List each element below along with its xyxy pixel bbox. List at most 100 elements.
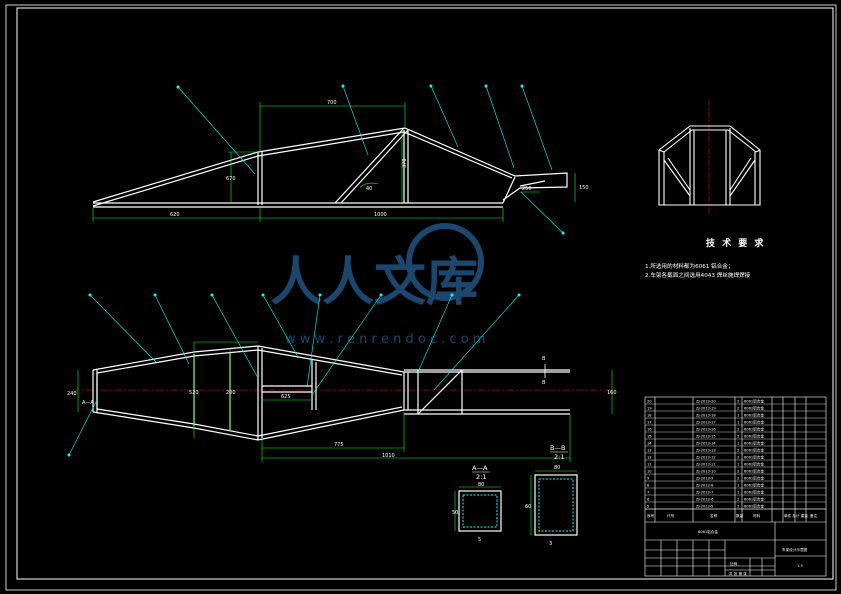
bom-cell-no: 16 [647, 427, 652, 431]
bom-cell-material: 6061铝合金 [744, 468, 764, 473]
dim-620: 620 [170, 212, 180, 218]
bom-cell-code: ZJ-2013-20 [696, 399, 716, 403]
bom-cell-material: 6061铝合金 [744, 398, 764, 403]
bom-cell-material: 6061铝合金 [744, 426, 764, 431]
bom-header-name: 名称 [710, 513, 718, 518]
title-sheet: 共 张 第 张 [729, 571, 747, 576]
title-drawing-name: 车架设计示意图 [782, 547, 808, 552]
bom-header-weight: 单件 总计 重量 [784, 513, 808, 518]
bom-cell-code: ZJ-2013-13 [696, 448, 716, 452]
bom-header-code: 代号 [667, 513, 675, 518]
side-view [92, 127, 568, 208]
bom-cell-material: 6061铝合金 [744, 405, 764, 410]
bom-cell-qty: 2 [737, 497, 739, 501]
bom-cell-no: 13 [647, 448, 652, 452]
bom-cell-code: ZJ-2013-12 [696, 455, 716, 459]
bom-cell-no: 18 [647, 413, 652, 417]
side-frame-top-inner [92, 131, 513, 207]
bom-cell-code: ZJ-2013-7 [696, 490, 713, 494]
bom-cell-qty: 2 [737, 469, 739, 473]
bom-cell-no: 5 [647, 504, 649, 508]
bom-cell-code: ZJ-2013-15 [696, 434, 716, 438]
title-scale-value: 1:5 [797, 564, 803, 568]
bom-cell-material: 6061铝合金 [744, 454, 764, 459]
requirement-1: 1.所选用的材料都为6061 铝合金； [645, 262, 733, 270]
end-view [658, 100, 761, 215]
bom-cell-qty: 2 [737, 455, 739, 459]
bom-cell-code: ZJ-2013-19 [696, 406, 716, 410]
bom-cell-material: 6061铝合金 [744, 475, 764, 480]
bom-cell-material: 6061铝合金 [744, 412, 764, 417]
bom-cell-code: ZJ-2013-6 [696, 497, 714, 501]
bom-cell-qty: 1 [737, 490, 739, 494]
dim-1000: 1000 [374, 212, 387, 218]
section-mark-b: B [542, 356, 546, 362]
dim-80a: 80 [478, 482, 484, 488]
dim-60: 60 [525, 504, 531, 510]
bom-cell-code: ZJ-2013-9 [696, 476, 714, 480]
section-bb-scale: 2:1 [554, 453, 564, 461]
bom-cell-qty: 2 [737, 504, 739, 508]
bom-cell-qty: 2 [737, 427, 739, 431]
bom-header-no: 序号 [647, 513, 655, 518]
dim-150: 150 [579, 185, 589, 191]
bom-cell-no: 8 [647, 483, 650, 487]
bom-cell-code: ZJ-2013-10 [696, 469, 716, 473]
bom-cell-no: 9 [647, 476, 650, 480]
bom-cell-qty: 2 [737, 406, 739, 410]
bom-cell-material: 6061铝合金 [744, 496, 764, 501]
bom-cell-qty: 2 [737, 476, 739, 480]
bom-cell-qty: 1 [737, 483, 739, 487]
bom-cell-no: 19 [647, 406, 652, 410]
bom-cell-material: 6061铝合金 [744, 440, 764, 445]
dim-700: 700 [327, 100, 337, 106]
tech-requirements-title: 技 术 要 求 [706, 237, 765, 249]
inner-border [16, 7, 834, 580]
section-aa-scale: 2:1 [476, 473, 486, 481]
watermark-logo-icon [406, 223, 484, 301]
section-mark-aa: A—A [82, 400, 94, 406]
dim-625: 625 [281, 394, 291, 400]
bom-cell-no: 17 [647, 420, 652, 424]
dim-80b: 80 [554, 465, 560, 471]
bom-cell-code: ZJ-2013-18 [696, 413, 716, 417]
bom-cell-material: 6061铝合金 [744, 461, 764, 466]
bom-cell-qty: 1 [737, 413, 739, 417]
side-leaders [177, 85, 564, 234]
bom-cell-material: 6061铝合金 [744, 433, 764, 438]
dim-520: 520 [189, 390, 199, 396]
side-frame-top [92, 127, 568, 203]
bom-header-material: 材料 [753, 513, 761, 518]
requirement-2: 2.车架各截面之间选用4043 焊丝施焊焊接 [645, 271, 751, 279]
dim-370: 370 [402, 158, 408, 168]
dim-50: 50 [452, 510, 458, 516]
bom-cell-material: 6061铝合金 [744, 482, 764, 487]
bom-cell-code: ZJ-2013-5 [696, 504, 713, 508]
section-bb-label: B—B [550, 444, 565, 452]
bom-cell-code: ZJ-2013-11 [696, 462, 716, 466]
section-bb [530, 470, 578, 536]
bom-cell-material: 6061铝合金 [744, 489, 764, 494]
bom-cell-no: 7 [647, 490, 649, 494]
top-view [72, 345, 616, 441]
bom-header-note: 备注 [810, 513, 818, 518]
dim-1010: 1010 [382, 453, 395, 459]
dim-40: 40 [366, 186, 372, 192]
bom-cell-no: 15 [647, 434, 652, 438]
bom-cell-no: 14 [647, 441, 652, 445]
bom-cell-qty: 2 [737, 448, 739, 452]
side-diagonal-1 [334, 127, 405, 204]
bom-cell-qty: 1 [737, 462, 739, 466]
bom-cell-material: 6061铝合金 [744, 447, 764, 452]
dim-240: 240 [67, 391, 77, 397]
bom-cell-no: 20 [647, 399, 652, 403]
bom-cell-no: 11 [647, 462, 652, 466]
bom-cell-material: 6061铝合金 [744, 503, 764, 508]
title-material: 6061铝合金 [698, 529, 718, 534]
dim-3: 3 [549, 541, 552, 547]
watermark-url: w w w . r e n r e n d o c . c o m [285, 332, 486, 347]
dim-775: 775 [334, 442, 344, 448]
bom-cell-qty: 2 [737, 434, 739, 438]
watermark-text: 人人文库 [270, 253, 478, 313]
